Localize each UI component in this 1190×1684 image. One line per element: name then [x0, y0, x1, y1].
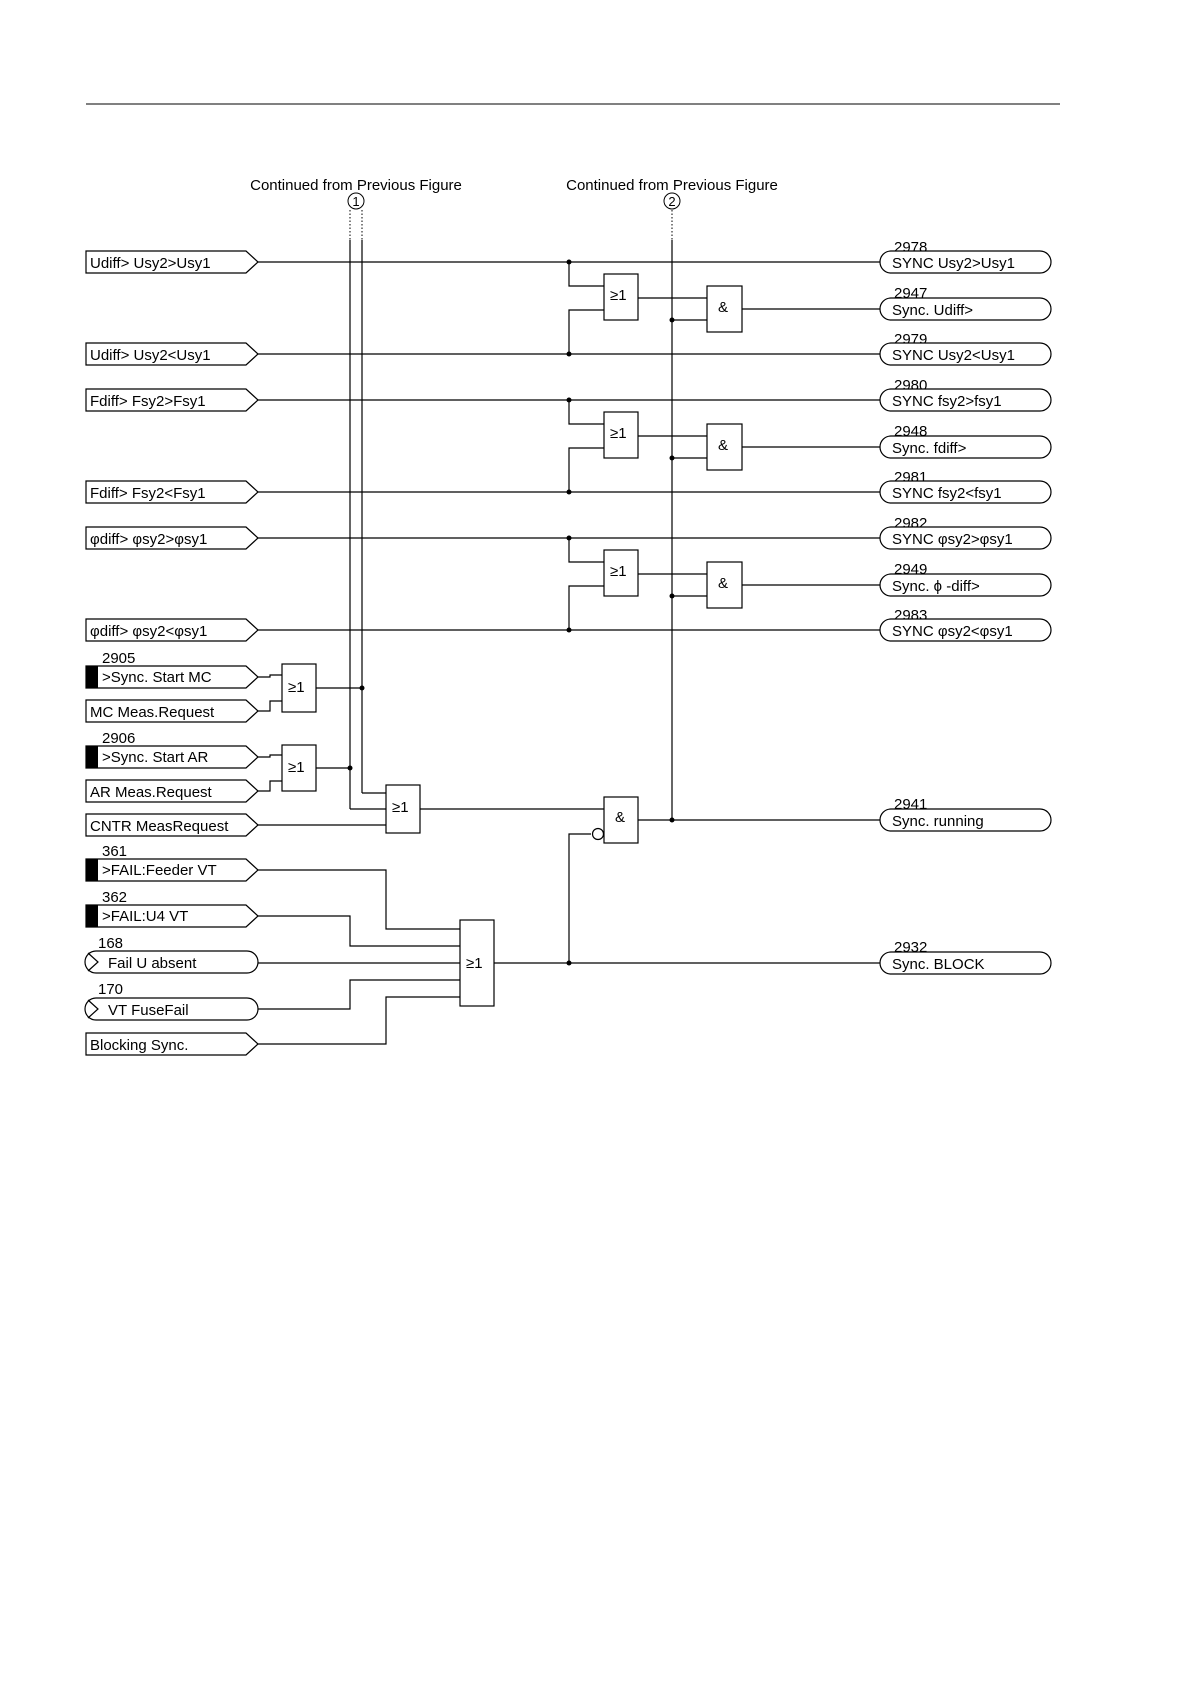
input-box	[85, 388, 259, 412]
continued-marker-circle-2	[663, 192, 681, 210]
input-box	[85, 699, 259, 723]
output-label: Sync. running	[892, 813, 984, 830]
and-gate-phi-symbol: &	[718, 575, 728, 592]
output-box	[879, 573, 1052, 597]
output-box	[879, 388, 1052, 412]
input-label: φdiff> φsy2>φsy1	[90, 531, 207, 548]
binary-input-marker	[86, 905, 98, 927]
input-number: 168	[98, 935, 123, 952]
output-label: SYNC φsy2<φsy1	[892, 623, 1013, 640]
input-box	[85, 813, 259, 837]
input-number: 2906	[102, 730, 135, 747]
and-gate-phi	[706, 561, 743, 609]
or-gate-block	[459, 919, 495, 1007]
input-label: CNTR MeasRequest	[90, 818, 229, 835]
or-gate-mc-symbol: ≥1	[288, 679, 305, 696]
input-label: Blocking Sync.	[90, 1037, 188, 1054]
negation-bubble	[591, 827, 605, 841]
or-gate-f-symbol: ≥1	[610, 425, 627, 442]
input-number: 2905	[102, 650, 135, 667]
input-label: Udiff> Usy2>Usy1	[90, 255, 211, 272]
and-gate-f-symbol: &	[718, 437, 728, 454]
output-label: Sync. fdiff>	[892, 440, 967, 457]
binary-input-marker	[86, 859, 98, 881]
binary-input-marker	[86, 666, 98, 688]
continued-label-1: Continued from Previous Figure	[250, 177, 462, 194]
input-label: Fdiff> Fsy2>Fsy1	[90, 393, 206, 410]
output-box	[879, 808, 1052, 832]
input-box	[85, 1032, 259, 1056]
or-gate-phi	[603, 549, 639, 597]
input-box	[85, 779, 259, 803]
output-box	[879, 951, 1052, 975]
input-box	[85, 526, 259, 550]
or-gate-ar	[281, 744, 317, 792]
output-label: SYNC φsy2>φsy1	[892, 531, 1013, 548]
output-box	[879, 618, 1052, 642]
and-gate-running	[603, 796, 639, 844]
continued-label-2: Continued from Previous Figure	[566, 177, 778, 194]
output-box	[879, 342, 1052, 366]
input-label: φdiff> φsy2<φsy1	[90, 623, 207, 640]
input-label: MC Meas.Request	[90, 704, 215, 721]
input-label: VT FuseFail	[108, 1002, 189, 1019]
junction-dots	[347, 259, 675, 966]
output-label: Sync. BLOCK	[892, 956, 985, 973]
indication-chevron	[87, 999, 99, 1019]
or-gate-phi-symbol: ≥1	[610, 563, 627, 580]
and-gate-running-symbol: &	[615, 809, 625, 826]
binary-input-marker	[86, 746, 98, 768]
input-number: 362	[102, 889, 127, 906]
output-label: Sync. Udiff>	[892, 302, 973, 319]
output-box	[879, 435, 1052, 459]
input-box	[84, 997, 259, 1021]
and-gate-u	[706, 285, 743, 333]
or-gate-meas-symbol: ≥1	[392, 799, 409, 816]
or-gate-meas	[385, 784, 421, 834]
inputs: Udiff> Usy2>Usy1 Udiff> Usy2<Usy1 Fdiff>…	[84, 250, 259, 1056]
continuation-lines	[349, 210, 673, 820]
or-gate-u	[603, 273, 639, 321]
input-label: AR Meas.Request	[90, 784, 213, 801]
output-label: SYNC fsy2>fsy1	[892, 393, 1002, 410]
output-label: SYNC Usy2<Usy1	[892, 347, 1015, 364]
gates: ≥1 & ≥1 & ≥1 & ≥1 ≥1 ≥1 & ≥1	[281, 273, 743, 1007]
input-label: Udiff> Usy2<Usy1	[90, 347, 211, 364]
and-gate-f	[706, 423, 743, 471]
or-gate-mc	[281, 663, 317, 713]
input-box	[85, 342, 259, 366]
or-gate-block-symbol: ≥1	[466, 955, 483, 972]
input-box	[84, 950, 259, 974]
input-number: 170	[98, 981, 123, 998]
output-label: Sync. ϕ -diff>	[892, 578, 980, 595]
input-label: >Sync. Start AR	[102, 749, 208, 766]
or-gate-u-symbol: ≥1	[610, 287, 627, 304]
continued-marker-circle-1	[347, 192, 365, 210]
input-label: >Sync. Start MC	[102, 669, 212, 686]
output-box	[879, 526, 1052, 550]
continued-marker-1: 1	[352, 194, 359, 209]
input-label: Fdiff> Fsy2<Fsy1	[90, 485, 206, 502]
input-label: >FAIL:Feeder VT	[102, 862, 217, 879]
input-label: >FAIL:U4 VT	[102, 908, 188, 925]
output-box	[879, 297, 1052, 321]
input-box	[85, 618, 259, 642]
output-label: SYNC fsy2<fsy1	[892, 485, 1002, 502]
or-gate-f	[603, 411, 639, 459]
output-box	[879, 480, 1052, 504]
outputs: 2978 SYNC Usy2>Usy1 2947 Sync. Udiff> 29…	[879, 239, 1052, 975]
or-gate-ar-symbol: ≥1	[288, 759, 305, 776]
input-label: Fail U absent	[108, 955, 197, 972]
input-number: 361	[102, 843, 127, 860]
and-gate-u-symbol: &	[718, 299, 728, 316]
wires	[258, 261, 880, 1045]
continued-marker-2: 2	[668, 194, 675, 209]
input-box	[85, 480, 259, 504]
input-box	[85, 250, 259, 274]
output-label: SYNC Usy2>Usy1	[892, 255, 1015, 272]
indication-chevron	[87, 952, 99, 972]
output-box	[879, 250, 1052, 274]
